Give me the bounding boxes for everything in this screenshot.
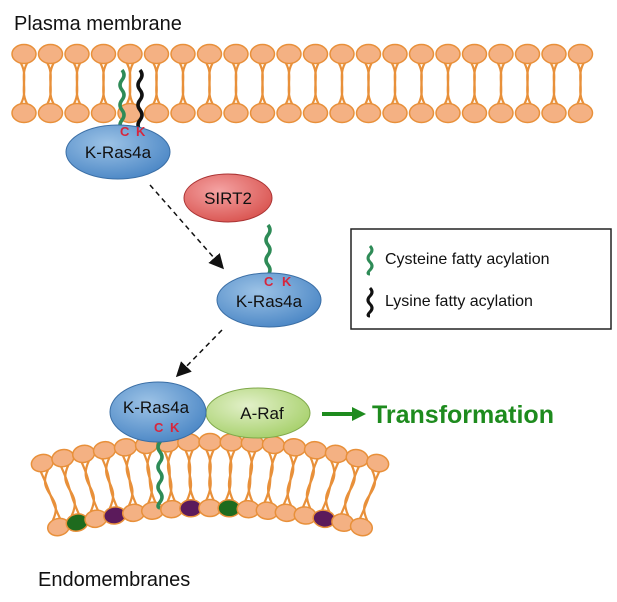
lipid-head-inner bbox=[64, 102, 90, 124]
cysteine-legend-icon bbox=[366, 244, 374, 276]
cysteine-residue-bottom: C bbox=[154, 420, 164, 435]
endomembrane-head-top bbox=[349, 517, 374, 537]
kras4a-mid-label: K-Ras4a bbox=[236, 292, 303, 311]
lipid-head-inner bbox=[276, 102, 302, 124]
transformation-label: Transformation bbox=[372, 401, 554, 429]
lipid-head-inner bbox=[90, 102, 117, 124]
lipid-head-outer bbox=[249, 43, 276, 65]
endomembrane-head-bottom bbox=[92, 440, 117, 460]
lipid-head-inner bbox=[355, 102, 382, 124]
transformation-arrow bbox=[322, 407, 366, 421]
lipid-head-outer bbox=[435, 43, 461, 65]
endomembrane-head-bottom bbox=[345, 448, 369, 468]
endomembrane-head-bottom bbox=[51, 448, 75, 468]
lipid-head-inner bbox=[302, 102, 329, 124]
lipid-head-inner bbox=[249, 102, 276, 124]
lysine-residue-top: K bbox=[136, 124, 146, 139]
endomembranes-label: Endomembranes bbox=[38, 569, 190, 591]
endomembrane-head-bottom bbox=[324, 444, 349, 464]
plasma-membrane-label: Plasma membrane bbox=[14, 13, 182, 35]
legend-cysteine-label: Cysteine fatty acylation bbox=[385, 251, 550, 268]
lipid-head-outer bbox=[408, 43, 435, 65]
lipid-head-inner bbox=[196, 102, 223, 124]
lipid-head-inner bbox=[11, 102, 37, 124]
lipid-head-outer bbox=[196, 43, 223, 65]
lysine-legend-icon bbox=[366, 286, 374, 318]
lipid-head-inner bbox=[435, 102, 461, 124]
lipid-head-outer bbox=[117, 43, 143, 65]
lipid-head-inner bbox=[461, 102, 488, 124]
transport-arrow-1 bbox=[149, 184, 224, 270]
plasma-membrane-bilayer bbox=[11, 43, 594, 124]
endomembrane-head-bottom bbox=[71, 444, 96, 464]
endomembrane-head-bottom bbox=[198, 432, 222, 452]
lipid-head-inner bbox=[408, 102, 435, 124]
lipid-head-outer bbox=[461, 43, 488, 65]
lipid-head-outer bbox=[355, 43, 382, 65]
kras4a-bottom-label: K-Ras4a bbox=[123, 398, 190, 417]
lipid-head-inner bbox=[382, 102, 408, 124]
lipid-head-inner bbox=[514, 102, 541, 124]
endomembrane-head-bottom bbox=[30, 453, 54, 473]
araf-label: A-Raf bbox=[240, 404, 284, 423]
lipid-head-outer bbox=[64, 43, 90, 65]
lipid-head-inner bbox=[541, 102, 567, 124]
lysine-residue-bottom: K bbox=[170, 420, 180, 435]
lipid-head-outer bbox=[11, 43, 37, 65]
kras4a-top-protein bbox=[65, 124, 171, 180]
legend-box: Cysteine fatty acylation Lysine fatty ac… bbox=[350, 228, 612, 330]
endomembrane-head-bottom bbox=[282, 437, 307, 457]
lysine-residue-mid: K bbox=[282, 274, 292, 289]
lipid-head-outer bbox=[382, 43, 408, 65]
endomembrane-head-bottom bbox=[303, 440, 328, 460]
sirt2-label: SIRT2 bbox=[204, 189, 252, 208]
lipid-head-outer bbox=[37, 43, 64, 65]
lipid-head-outer bbox=[276, 43, 302, 65]
cysteine-acyl-chain-mid bbox=[264, 223, 272, 277]
cysteine-residue-top: C bbox=[120, 124, 130, 139]
lipid-head-inner bbox=[37, 102, 64, 124]
kras4a-top-label: K-Ras4a bbox=[85, 143, 152, 162]
lipid-head-outer bbox=[567, 43, 594, 65]
lipid-head-outer bbox=[329, 43, 355, 65]
lipid-head-inner bbox=[567, 102, 594, 124]
endomembrane-head-bottom bbox=[113, 437, 138, 457]
legend-lysine-label: Lysine fatty acylation bbox=[385, 293, 533, 310]
lipid-head-inner bbox=[143, 102, 170, 124]
kras4a-bottom-protein bbox=[109, 381, 207, 443]
cysteine-acyl-chain-bottom bbox=[156, 430, 164, 510]
endomembrane-bilayer bbox=[30, 432, 390, 537]
lipid-head-outer bbox=[143, 43, 170, 65]
lipid-head-inner bbox=[329, 102, 355, 124]
sirt2-protein bbox=[183, 173, 273, 223]
lipid-head-outer bbox=[170, 43, 196, 65]
lipid-head-inner bbox=[488, 102, 514, 124]
lipid-head-outer bbox=[488, 43, 514, 65]
kras4a-mid-protein bbox=[216, 272, 322, 328]
endomembrane-head-bottom bbox=[261, 435, 286, 455]
cysteine-residue-mid: C bbox=[264, 274, 274, 289]
transport-arrow-2 bbox=[175, 329, 223, 378]
lipid-head-outer bbox=[302, 43, 329, 65]
lipid-head-outer bbox=[90, 43, 117, 65]
lipid-head-inner bbox=[170, 102, 196, 124]
endomembrane-head-bottom bbox=[366, 453, 390, 473]
lipid-head-inner bbox=[223, 102, 249, 124]
lipid-head-outer bbox=[514, 43, 541, 65]
lipid-head-outer bbox=[223, 43, 249, 65]
lipid-head-outer bbox=[541, 43, 567, 65]
